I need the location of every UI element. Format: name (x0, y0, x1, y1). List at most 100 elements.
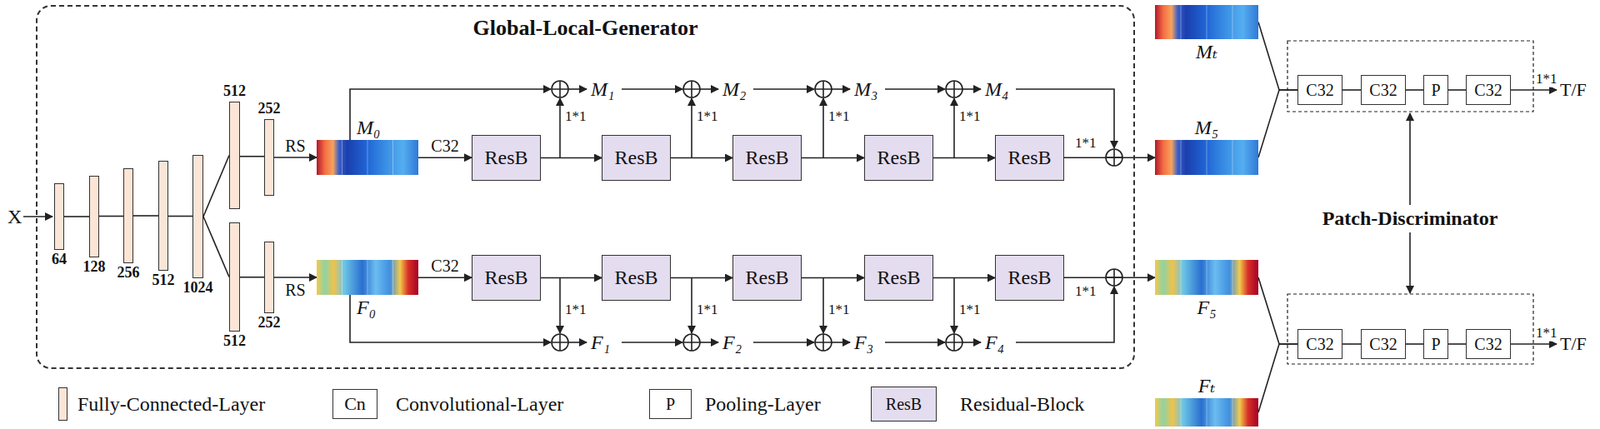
fully-connected-layer: 512 (158, 160, 169, 271)
layer-name: C32 (1474, 335, 1502, 354)
heatmap: Mₜ (1155, 5, 1259, 40)
map-name: Mₜ (1195, 40, 1218, 63)
map-name: F₅ (1196, 296, 1216, 319)
map-name: M₁ (590, 78, 615, 100)
connector (64, 215, 90, 218)
layer-name: ResB (614, 146, 658, 169)
input-arrow (23, 215, 53, 218)
layer-box: ResB (732, 135, 802, 181)
layer-name: C32 (1305, 80, 1334, 100)
layer-box: C32 (1297, 329, 1343, 360)
connector (168, 215, 193, 218)
layer-box: ResB (601, 135, 671, 181)
layer-box: ResB (995, 255, 1065, 301)
connector (540, 277, 602, 280)
connector (670, 157, 733, 160)
layer-box: ResB (471, 255, 541, 301)
layer-size: 512 (223, 333, 246, 350)
layer-box: C32 (1465, 75, 1511, 105)
annotation: 1*1 (827, 302, 851, 319)
legend-swatch: Cn (332, 389, 378, 420)
annotation: 1*1 (1535, 71, 1559, 88)
connector (801, 277, 865, 280)
edge-label: C32 (430, 256, 460, 275)
connector (240, 155, 265, 158)
legend-swatch: ResB (870, 386, 937, 422)
heatmap-image (1155, 140, 1259, 175)
layer-size: 512 (152, 272, 175, 290)
connector (274, 276, 317, 279)
map-name: M₂ (721, 78, 747, 100)
heatmap-image (1155, 260, 1259, 295)
layer-size: 1024 (183, 280, 214, 297)
fully-connected-layer: 256 (123, 168, 134, 264)
legend-swatch (58, 387, 68, 421)
layer-box: P (1423, 75, 1449, 105)
annotation: 1*1 (564, 302, 588, 319)
fully-connected-layer: 252 (264, 119, 275, 196)
layer-name: ResB (745, 146, 789, 169)
layer-name: C32 (1369, 335, 1397, 354)
layer-name: ResB (484, 146, 528, 169)
heatmap: F₅ (1155, 260, 1259, 295)
layer-size: 256 (117, 265, 140, 282)
connector (203, 155, 230, 218)
connector (1258, 90, 1298, 158)
connector (933, 277, 995, 280)
layer-box: P (1423, 329, 1449, 360)
output-arrow (1510, 343, 1557, 345)
layer-box: C32 (1297, 75, 1343, 105)
connector (1258, 344, 1298, 413)
fully-connected-layer: 512 (229, 101, 240, 210)
heatmap-image (1155, 398, 1259, 427)
connector (1064, 156, 1155, 159)
annotation: X (6, 205, 23, 228)
annotation: 1*1 (1074, 135, 1098, 152)
connector (1258, 22, 1298, 91)
connector (418, 156, 472, 159)
annotation: 1*1 (1535, 325, 1559, 342)
heatmap: M₅ (1155, 140, 1259, 175)
connector (540, 157, 602, 160)
layer-name: ResB (745, 266, 789, 289)
connector (1405, 89, 1424, 91)
heatmap: Fₜ (1155, 398, 1259, 427)
connector (670, 277, 733, 280)
edge-label: C32 (430, 136, 460, 155)
legend-sample-text: P (665, 395, 675, 414)
connector (274, 156, 317, 159)
connector (418, 276, 472, 279)
layer-name: C32 (1474, 80, 1502, 100)
layer-box: ResB (995, 135, 1065, 181)
layer-box: ResB (864, 135, 934, 181)
fully-connected-layer: 128 (89, 175, 100, 258)
heatmap-image (316, 140, 419, 175)
legend-sample-text: Cn (344, 394, 366, 415)
connector (99, 215, 124, 218)
map-name: M₄ (984, 78, 1010, 100)
layer-box: ResB (864, 255, 934, 301)
layer-size: 64 (51, 251, 67, 269)
heatmap: F₀ (316, 260, 419, 295)
layer-box: ResB (732, 255, 802, 301)
discriminator-frame (1287, 40, 1534, 112)
fully-connected-layer: 64 (54, 183, 65, 250)
pointer-arrow (1409, 113, 1411, 205)
connector (801, 157, 865, 160)
annotation: 1*1 (1074, 284, 1098, 300)
annotation: T/F (1559, 334, 1588, 355)
heatmap-image (1155, 5, 1259, 40)
connector (1405, 343, 1424, 345)
layer-box: ResB (601, 255, 671, 301)
map-name: F₂ (721, 331, 743, 354)
layer-name: ResB (1007, 146, 1051, 169)
map-name: F₄ (984, 331, 1005, 354)
layer-name: C32 (1369, 80, 1397, 100)
connector (933, 157, 995, 160)
map-name: M₅ (1195, 116, 1219, 139)
annotation: 1*1 (958, 302, 982, 319)
group-title: Global-Local-Generator (37, 16, 1134, 41)
legend-text: Convolutional-Layer (395, 393, 565, 415)
layer-size: 252 (258, 100, 281, 118)
